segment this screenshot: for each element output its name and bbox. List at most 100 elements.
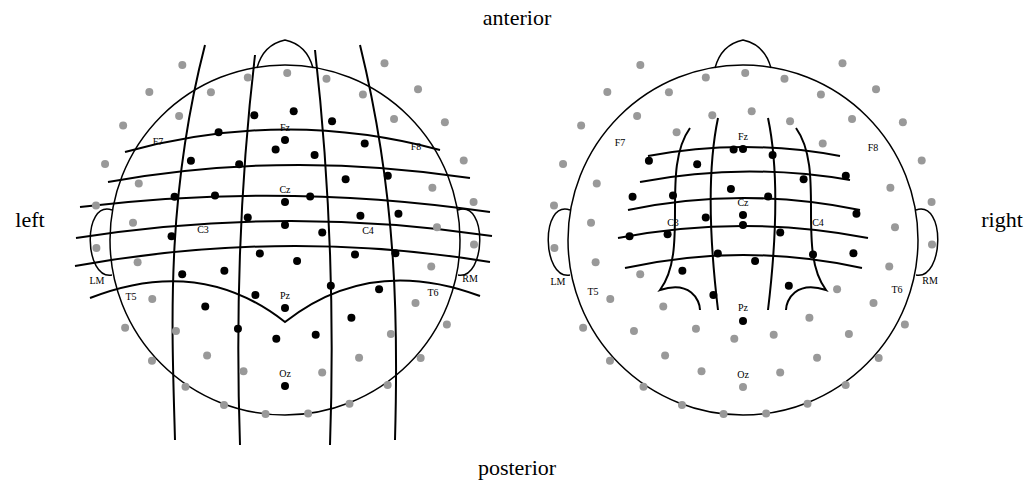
electrode-dot: [281, 382, 289, 390]
electrode-dot: [769, 151, 777, 159]
electrode-dot: [412, 299, 420, 307]
electrode-dot: [346, 400, 354, 408]
electrode-dot: [318, 368, 326, 376]
electrode-label: Fz: [280, 123, 290, 133]
direction-label: posterior: [478, 457, 556, 479]
electrode-dot: [172, 327, 180, 335]
direction-label: left: [15, 209, 44, 231]
electrode-dot: [312, 331, 320, 339]
electrode-dot: [739, 145, 747, 153]
region-line: [628, 198, 860, 210]
scalp-circle: [110, 65, 460, 415]
electrode-dot: [240, 367, 248, 375]
electrode-dot: [709, 291, 717, 299]
electrode-dot: [587, 219, 595, 227]
electrode-dot: [849, 249, 857, 257]
electrode-dot: [328, 117, 336, 125]
electrode-dot: [244, 74, 252, 82]
electrode-dot: [304, 410, 312, 418]
nose: [715, 40, 771, 68]
electrode-dot: [886, 184, 894, 192]
electrode-label: Oz: [279, 369, 291, 379]
electrode-dot: [901, 321, 909, 329]
electrode-dot: [626, 232, 634, 240]
electrode-dot: [427, 262, 435, 270]
electrode-dot: [187, 157, 195, 165]
electrode-dot: [730, 146, 738, 154]
electrode-dot: [800, 175, 808, 183]
scalp-circle: [568, 65, 918, 415]
electrode-label: Pz: [280, 291, 290, 301]
electrode-dot: [739, 221, 747, 229]
electrode-dot: [381, 59, 389, 67]
electrode-dot: [281, 221, 289, 229]
electrode-dot: [780, 75, 788, 83]
electrode-dot: [359, 90, 367, 98]
electrode-dot: [692, 325, 700, 333]
electrode-dot: [391, 249, 399, 257]
electrode-dot: [848, 115, 856, 123]
electrode-dot: [579, 324, 587, 332]
region-line: [173, 45, 205, 440]
electrode-dot: [178, 270, 186, 278]
electrode-label: F8: [411, 142, 422, 152]
electrode-label: LM: [551, 277, 566, 287]
electrode-label: T5: [125, 292, 136, 302]
electrode-dot: [741, 69, 749, 77]
electrode-dot: [414, 85, 422, 93]
electrode-dot: [630, 327, 638, 335]
electrode-dot: [101, 160, 109, 168]
electrode-dot: [417, 354, 425, 362]
electrode-dot: [720, 410, 728, 418]
electrode-label: Cz: [279, 185, 290, 195]
electrode-dot: [739, 383, 747, 391]
electrode-dot: [470, 240, 478, 248]
electrode-dot: [739, 317, 747, 325]
electrode-dot: [281, 136, 289, 144]
electrode-dot: [306, 193, 314, 201]
electrode-dot: [220, 401, 228, 409]
electrode-dot: [283, 69, 291, 77]
electrode-dot: [839, 59, 847, 67]
electrode-dot: [678, 267, 686, 275]
electrode-label: RM: [922, 276, 938, 286]
electrode-label: Cz: [737, 198, 748, 208]
electrode-dot: [785, 282, 793, 290]
electrode-dot: [636, 270, 644, 278]
electrode-label: C3: [197, 225, 209, 235]
electrode-dot: [559, 160, 567, 168]
electrode-dot: [764, 193, 772, 201]
electrode-dot: [708, 111, 716, 119]
region-line: [108, 165, 470, 182]
electrode-dot: [762, 410, 770, 418]
electrode-label: LM: [90, 276, 105, 286]
electrode-dot: [355, 354, 363, 362]
electrode-dot: [702, 213, 710, 221]
region-line: [786, 128, 826, 310]
electrode-dot: [201, 302, 209, 310]
region-line: [315, 50, 332, 445]
electrode-dot: [443, 321, 451, 329]
electrode-label: C3: [667, 218, 679, 228]
electrode-dot: [593, 180, 601, 188]
electrode-dot: [659, 302, 667, 310]
electrode-label: F8: [868, 143, 879, 153]
region-line: [660, 128, 700, 310]
electrode-dot: [135, 180, 143, 188]
electrode-label: Oz: [737, 370, 749, 380]
electrode-dot: [129, 219, 137, 227]
electrode-dot: [92, 244, 100, 252]
electrode-dot: [776, 368, 784, 376]
region-line: [768, 118, 775, 310]
electrode-dot: [428, 184, 436, 192]
electrode-dot: [347, 314, 355, 322]
region-line: [711, 118, 718, 310]
electrode-dot: [119, 121, 127, 129]
electrode-label: T5: [587, 287, 598, 297]
electrode-dot: [361, 140, 369, 148]
electrode-dot: [928, 198, 936, 206]
electrode-dot: [134, 258, 142, 266]
electrode-dot: [776, 229, 784, 237]
